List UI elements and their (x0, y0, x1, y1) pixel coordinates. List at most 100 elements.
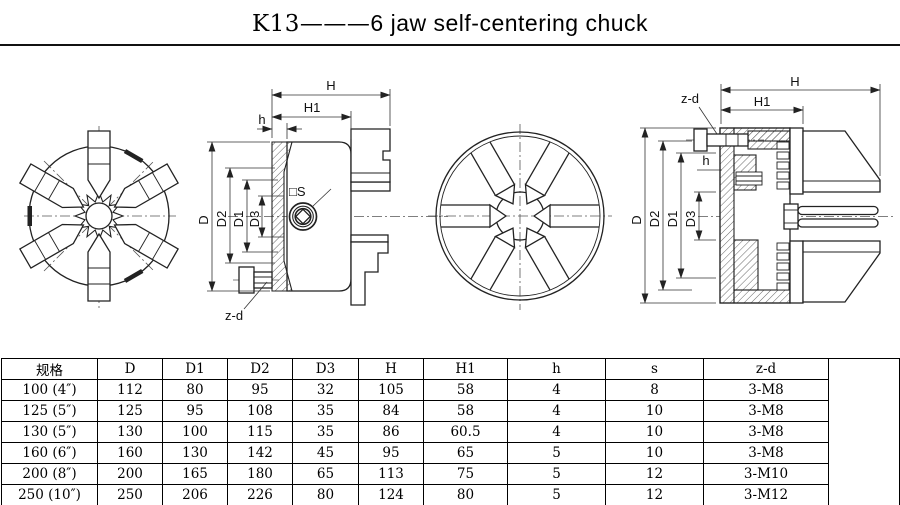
title-divider (0, 44, 900, 46)
spare-column (828, 358, 900, 505)
dimension-H: H (720, 74, 881, 176)
wrench-socket-marks (27, 149, 144, 283)
table-row: 250 (10″) 250 206 226 80 124 80 5 12 3-M… (1, 484, 900, 505)
table-row: 100 (4″) 112 80 95 32 105 58 4 8 3-M8 (1, 379, 900, 401)
cell: 226 (227, 484, 293, 505)
scroll-teeth (776, 141, 790, 291)
header-D: D (97, 358, 163, 380)
cell-spec: 250 (10″) (1, 484, 98, 505)
cell: 3-M12 (703, 484, 829, 505)
cell-spec: 100 (4″) (1, 379, 98, 401)
specification-table: 规格 D D1 D2 D3 H H1 h s z-d 100 (4″) 112 … (1, 358, 900, 505)
svg-text:D: D (196, 215, 211, 224)
svg-text:D1: D1 (231, 211, 246, 228)
cell: 4 (507, 379, 606, 401)
svg-text:D2: D2 (214, 211, 229, 228)
dimension-D1: D1 (231, 179, 278, 253)
header-D2: D2 (227, 358, 293, 380)
master-jaw-top (789, 127, 804, 195)
outer-rim (435, 131, 605, 301)
cell: 12 (605, 463, 704, 485)
cell: 8 (605, 379, 704, 401)
svg-text:H1: H1 (754, 94, 771, 109)
cell: 130 (97, 421, 163, 443)
svg-text:D3: D3 (247, 211, 262, 228)
cell: 95 (227, 379, 293, 401)
mount-bolt (686, 128, 764, 152)
header-D1: D1 (162, 358, 228, 380)
header-H1: H1 (423, 358, 508, 380)
cell: 45 (292, 442, 359, 464)
cell: 3-M8 (703, 442, 829, 464)
chuck-cross-section-right: z-d h H H1 D D2 (629, 74, 893, 304)
table-row: 200 (8″) 200 165 180 65 113 75 5 12 3-M1… (1, 463, 900, 485)
mount-bolt (233, 266, 279, 294)
dimension-H1: H1 (271, 100, 352, 139)
cell: 165 (162, 463, 228, 485)
cell: 125 (97, 400, 163, 422)
svg-text:h: h (258, 112, 265, 127)
cell: 250 (97, 484, 163, 505)
cell: 115 (227, 421, 293, 443)
cell-spec: 200 (8″) (1, 463, 98, 485)
svg-text:D1: D1 (665, 211, 680, 228)
table-row: 130 (5″) 130 100 115 35 86 60.5 4 10 3-M… (1, 421, 900, 443)
label-h: h (702, 153, 709, 168)
cell: 100 (162, 421, 228, 443)
cell: 65 (423, 442, 508, 464)
cell: 35 (292, 421, 359, 443)
technical-drawing: □S z-d H H1 h D (18, 74, 893, 323)
label-square-S: □S (289, 184, 306, 199)
svg-text:D: D (629, 215, 644, 224)
chuck-front-view (18, 126, 180, 308)
svg-text:D3: D3 (683, 211, 698, 228)
dimension-h: h (257, 112, 302, 139)
cell: 10 (605, 442, 704, 464)
rim-section-bottom (733, 289, 791, 304)
cell: 113 (358, 463, 424, 485)
label-zd: z-d (225, 308, 243, 323)
jaws (18, 130, 180, 302)
cell: 112 (97, 379, 163, 401)
cell: 80 (162, 379, 228, 401)
title-model-code: K13——— (251, 11, 371, 37)
cell: 200 (97, 463, 163, 485)
top-jaw (802, 130, 881, 193)
cell: 60.5 (423, 421, 508, 443)
dimension-D2: D2 (214, 167, 275, 264)
cell: 84 (358, 400, 424, 422)
svg-text:H: H (326, 78, 335, 93)
cell: 3-M10 (703, 463, 829, 485)
cell-spec: 160 (6″) (1, 442, 98, 464)
svg-text:H1: H1 (304, 100, 321, 115)
inner-rim (439, 135, 601, 297)
cell: 80 (423, 484, 508, 505)
cell: 4 (507, 421, 606, 443)
dimension-D: D (196, 141, 270, 292)
dimension-D1: D1 (665, 152, 716, 279)
cell: 95 (358, 442, 424, 464)
dimension-H1: H1 (720, 94, 804, 124)
svg-text:H: H (790, 74, 799, 89)
cell: 124 (358, 484, 424, 505)
cell: 58 (423, 379, 508, 401)
cell: 80 (292, 484, 359, 505)
cell: 32 (292, 379, 359, 401)
header-zd: z-d (703, 358, 829, 380)
zd-leader (698, 106, 718, 135)
cell: 35 (292, 400, 359, 422)
square-drive-socket (288, 188, 332, 231)
cell: 142 (227, 442, 293, 464)
cell: 86 (358, 421, 424, 443)
header-H: H (358, 358, 424, 380)
cell: 3-M8 (703, 379, 829, 401)
table-row: 160 (6″) 160 130 142 45 95 65 5 10 3-M8 (1, 442, 900, 464)
cell: 5 (507, 442, 606, 464)
cell: 105 (358, 379, 424, 401)
header-h: h (507, 358, 606, 380)
dimension-D: D (629, 127, 716, 304)
svg-text:D2: D2 (647, 211, 662, 228)
master-jaw-bottom (789, 240, 804, 304)
dimension-D3: D3 (247, 195, 284, 238)
